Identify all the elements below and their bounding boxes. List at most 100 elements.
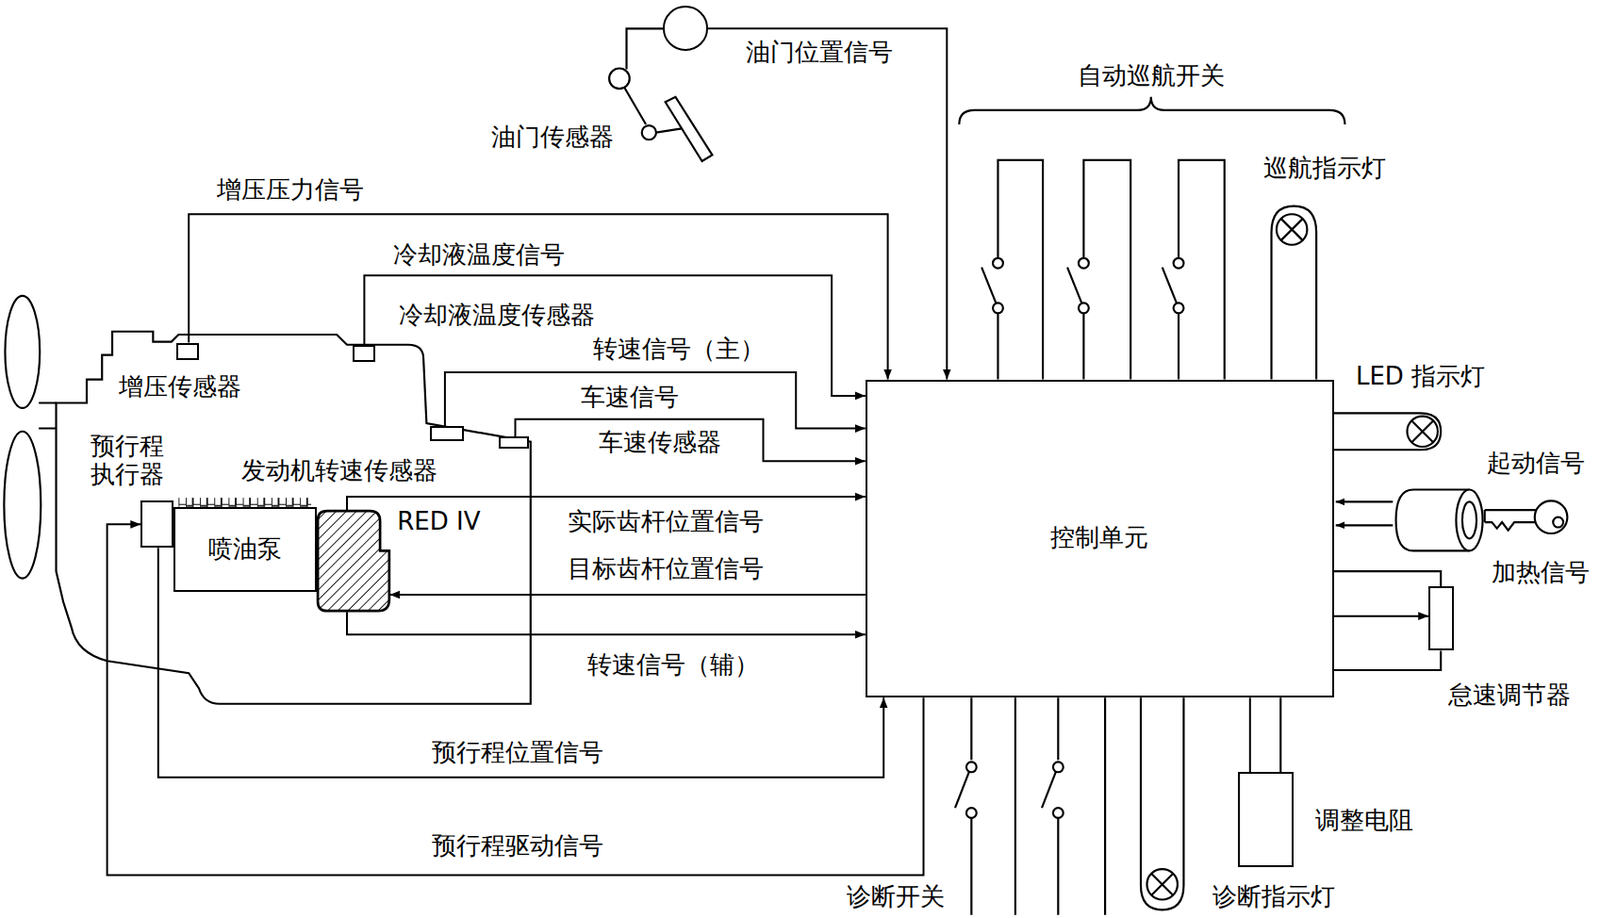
drawing-stroke [1281, 218, 1304, 241]
node-label: 控制单元 [1050, 524, 1149, 553]
outside-label: 怠速调节器 [1448, 681, 1571, 710]
diagnosis-switches [955, 697, 1184, 916]
drawing-stroke [1053, 808, 1064, 819]
drawing-stroke [1336, 500, 1394, 503]
drawing-stroke [1146, 869, 1177, 900]
signal-line [363, 275, 865, 396]
signal-label: 油门位置信号 [742, 38, 896, 67]
drawing-stroke [1279, 697, 1282, 773]
signal-label: 增压压力信号 [214, 176, 367, 205]
coolant-sensor: 冷却液温度传感器 [352, 345, 376, 363]
drawing-stroke [1271, 206, 1318, 380]
outside-label: 油门传感器 [491, 123, 614, 152]
part-label: 巡航指示灯 [1260, 154, 1389, 183]
drawing-stroke [1041, 771, 1056, 809]
outside-label: RED IV [396, 508, 480, 537]
drawing-stroke [958, 97, 1345, 125]
drawing-stroke [1334, 571, 1442, 671]
drawing-stroke [1057, 697, 1106, 916]
signal-line [515, 419, 866, 462]
signal-label: 目标齿杆位置信号 [564, 555, 767, 584]
outside-label: 调整电阻 [1315, 807, 1414, 836]
drawing-stroke [971, 697, 1016, 916]
signal-line [188, 214, 888, 380]
signal-label: 转速信号（主） [590, 335, 768, 364]
outside-label: 车速传感器 [598, 428, 722, 458]
drawing-stroke [1067, 267, 1082, 304]
drawing-stroke [992, 258, 1004, 269]
drawing-stroke [955, 771, 970, 809]
drawing-stroke [1173, 302, 1185, 314]
engine-drawing [3, 296, 530, 705]
part-label: 加热信号 [1488, 559, 1593, 588]
drawing-stroke [1534, 500, 1568, 534]
red-iv-unit: RED IV [316, 510, 391, 612]
engine-speed-sensor: 发动机转速传感器 [429, 426, 465, 441]
signal-label: 预行程位置信号 [428, 739, 607, 768]
drawing-stroke [1078, 302, 1089, 314]
signal-label: 实际齿杆位置信号 [564, 508, 767, 537]
drawing-stroke [1484, 510, 1536, 531]
drawing-stroke [1406, 416, 1437, 447]
drawing-stroke [1334, 412, 1442, 450]
drawing-stroke [1455, 489, 1483, 551]
drawing-stroke [38, 402, 56, 429]
drawing-stroke [1140, 697, 1184, 910]
injection-pump: 喷油泵 [173, 507, 317, 593]
drawing-stroke [1462, 501, 1477, 539]
outside-label: 冷却液温度传感器 [398, 301, 595, 330]
node-label: 喷油泵 [208, 535, 282, 564]
red-iv-body [317, 511, 390, 611]
drawing-stroke [626, 28, 664, 69]
signal-line [346, 611, 866, 635]
throttle-sensor: 油门传感器 [662, 5, 709, 51]
drawing-stroke [966, 761, 977, 773]
drawing-stroke [1053, 761, 1064, 773]
part-label: 诊断开关 [843, 883, 948, 912]
drawing-stroke [56, 331, 531, 705]
control-unit: 控制单元 [865, 379, 1335, 699]
drawing-stroke [4, 296, 40, 409]
outside-label: 增压传感器 [118, 373, 242, 402]
drawing-stroke [1552, 517, 1564, 528]
drawing-stroke [642, 125, 657, 140]
throttle-linkage [609, 28, 712, 162]
drawing-stroke [1276, 214, 1307, 245]
drawing-stroke [656, 128, 682, 132]
cruise-switches [958, 97, 1345, 380]
drawing-stroke [966, 808, 977, 819]
part-label: 自动巡航开关 [1074, 62, 1228, 91]
red-iv-outline [316, 510, 391, 612]
signal-line [1249, 697, 1252, 773]
signal-line [389, 593, 865, 596]
led-lamp [1334, 412, 1442, 450]
signal-label: 冷却液温度信号 [390, 241, 568, 270]
drawing-stroke [1173, 258, 1185, 269]
drawing-stroke [624, 87, 646, 125]
outside-label: 预行程 执行器 [90, 432, 174, 490]
part-label: 诊断指示灯 [1209, 883, 1338, 912]
drawing-stroke [609, 68, 630, 90]
drawing-stroke [665, 97, 713, 162]
drawing-stroke [1411, 420, 1434, 443]
prestroke-actuator: 预行程 执行器 [140, 500, 174, 548]
signal-label: 预行程驱动信号 [428, 832, 607, 861]
drawing-stroke [1078, 258, 1089, 269]
part-label: LED 指示灯 [1352, 362, 1488, 392]
drawing-stroke [1162, 267, 1177, 304]
drawing-stroke [1178, 160, 1225, 380]
drawing-stroke [997, 160, 1043, 380]
outside-label: 发动机转速传感器 [241, 457, 438, 486]
idle-regulator: 怠速调节器 [1428, 586, 1454, 651]
vehicle-speed-sensor: 车速传感器 [498, 436, 528, 449]
trim-resistor: 调整电阻 [1237, 772, 1295, 868]
drawing-stroke [178, 497, 312, 508]
part-label: 起动信号 [1484, 449, 1588, 479]
drawing-stroke [981, 267, 996, 304]
signal-line [708, 28, 947, 380]
boost-sensor: 增压传感器 [176, 343, 199, 361]
signal-line [1334, 615, 1430, 618]
